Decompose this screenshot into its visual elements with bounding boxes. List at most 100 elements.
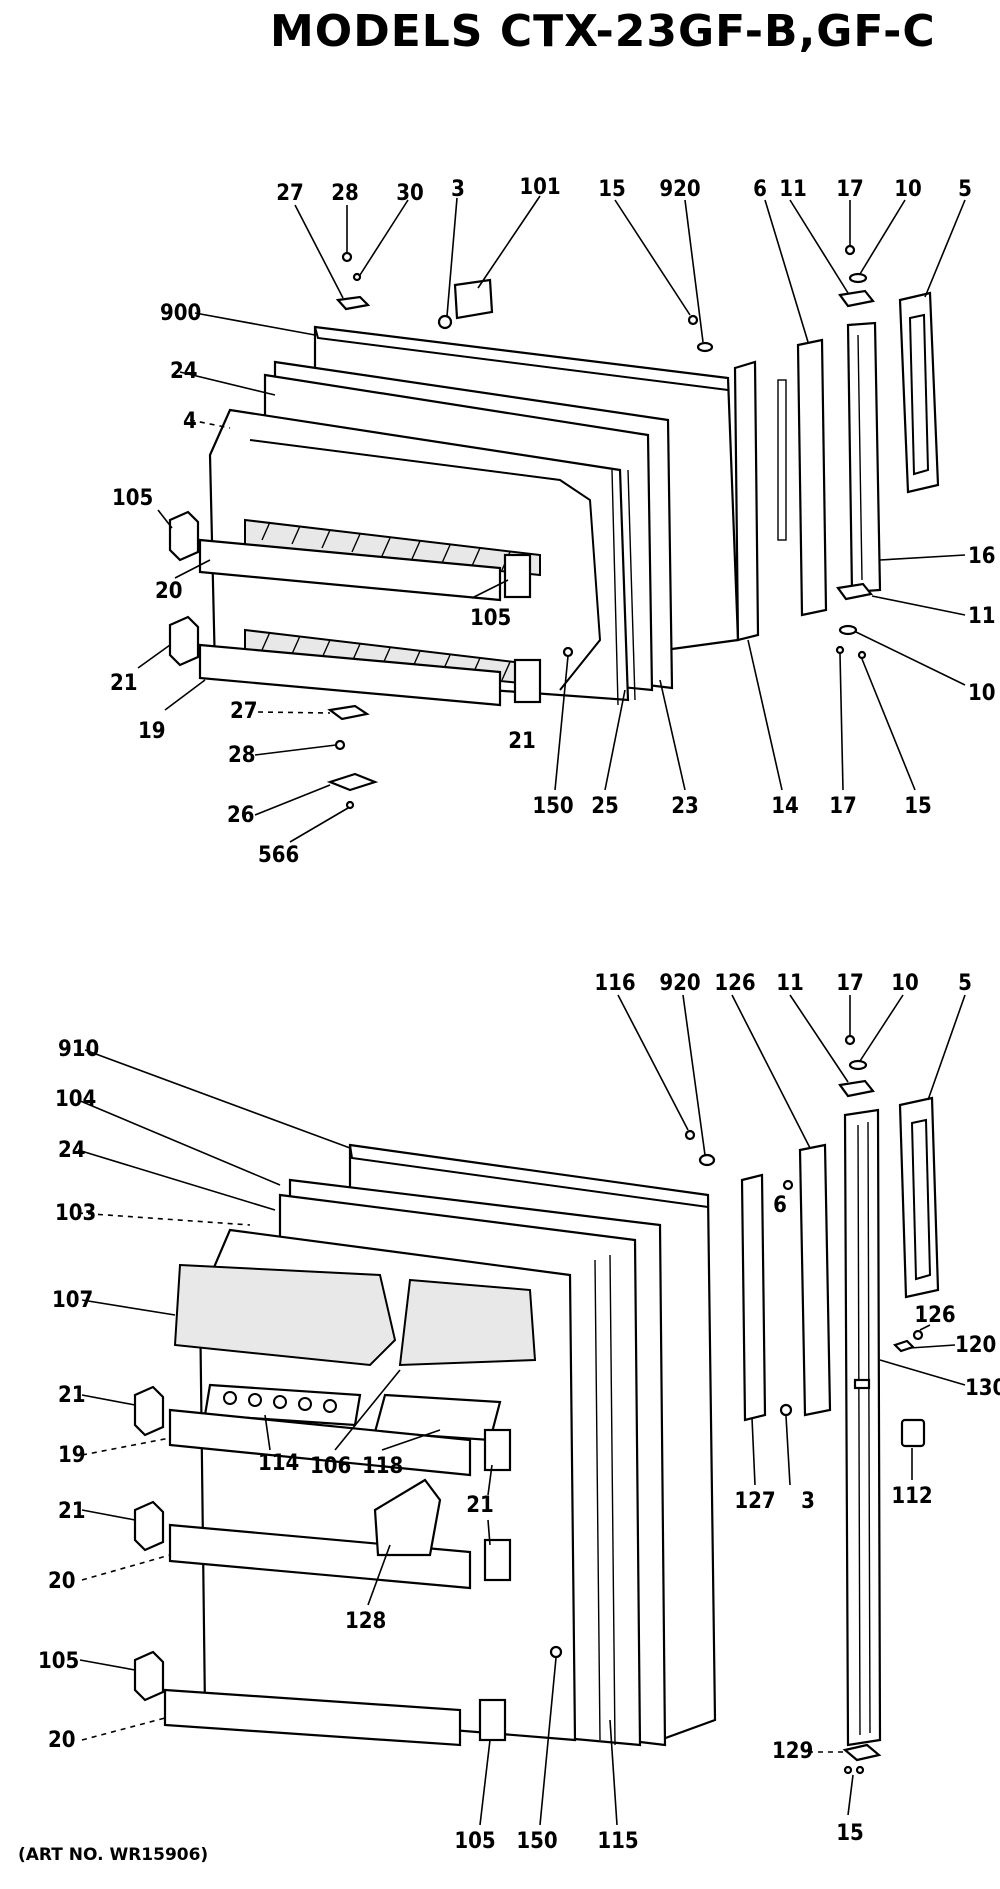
screw-17-fresh	[844, 1034, 856, 1046]
callout-label: 26	[227, 803, 255, 828]
callout-label: 900	[160, 301, 201, 326]
callout-label: 105	[112, 486, 153, 511]
screw-150-fresh	[549, 1645, 563, 1659]
callout-label: 4	[183, 409, 197, 434]
hinge-11-top	[838, 289, 875, 308]
handle-5	[898, 291, 940, 494]
callout-label: 17	[836, 177, 864, 202]
bracket-21-mid	[133, 1500, 165, 1552]
fresh-food-shelf-bar-20-lower	[163, 1688, 462, 1747]
art-number: (ART NO. WR15906)	[18, 1845, 209, 1865]
callout-label: 105	[470, 606, 511, 631]
callout-label: 3	[451, 177, 465, 202]
callout-label: 16	[968, 544, 996, 569]
fresh-food-leader-lines	[77, 994, 966, 1826]
freezer-door-assembly	[168, 244, 940, 810]
callout-label: 105	[454, 1829, 495, 1854]
callout-label: 27	[276, 181, 304, 206]
callout-label: 6	[753, 177, 767, 202]
bracket-101	[453, 278, 494, 320]
callout-label: 20	[155, 579, 183, 604]
callout-label: 11	[968, 604, 996, 629]
screw-566	[345, 800, 355, 810]
callout-label: 11	[779, 177, 807, 202]
callout-label: 118	[362, 1454, 403, 1479]
callout-label: 127	[734, 1489, 775, 1514]
freezer-callout-labels: 27 28 30 3 101 15 920 6 11 17 10 5 900 2…	[110, 175, 996, 868]
callout-label: 25	[591, 794, 619, 819]
bracket-21-upper	[133, 1385, 165, 1437]
fresh-food-door-assembly	[133, 1034, 940, 1775]
bushing-28	[341, 251, 353, 263]
fresh-food-shelf-bar-20-upper	[168, 1523, 472, 1590]
screw-116	[684, 1129, 696, 1141]
callout-label: 150	[516, 1829, 557, 1854]
callout-label: 27	[230, 699, 258, 724]
screw-17-top	[844, 244, 856, 256]
trim-strip-14	[733, 360, 760, 642]
freezer-leader-lines	[137, 195, 966, 843]
callout-label: 129	[772, 1739, 813, 1764]
callout-label: 128	[345, 1609, 386, 1634]
hinge-27-lower	[327, 704, 370, 721]
hinge-plate-26	[326, 772, 379, 792]
callout-label: 17	[836, 971, 864, 996]
callout-label: 112	[891, 1484, 932, 1509]
screw-150-freezer	[562, 646, 574, 658]
callout-label: 101	[519, 175, 560, 200]
callout-label: 24	[58, 1138, 86, 1163]
callout-label: 104	[55, 1087, 96, 1112]
callout-label: 114	[258, 1451, 299, 1476]
door-handle-130	[843, 1108, 882, 1747]
dairy-door-left	[173, 1263, 397, 1367]
clip-120	[892, 1339, 916, 1353]
dairy-door-right	[398, 1278, 537, 1367]
screw-126-small	[912, 1329, 924, 1341]
washer-10-fresh	[848, 1059, 868, 1071]
bracket-105-right-lower	[478, 1698, 507, 1742]
diagram-title: MODELS CTX-23GF-B,GF-C	[270, 6, 936, 57]
freezer-shelf-bracket-right-upper	[503, 553, 532, 599]
callout-label: 24	[170, 359, 198, 384]
callout-label: 15	[598, 177, 626, 202]
bushing-28-lower	[334, 739, 346, 751]
callout-label: 23	[671, 794, 699, 819]
callout-label: 21	[58, 1383, 86, 1408]
hinge-top-freezer	[335, 295, 371, 311]
freezer-shelf-bracket-left-lower	[168, 615, 200, 667]
plug-920-fresh	[698, 1153, 716, 1167]
callout-label: 103	[55, 1201, 96, 1226]
callout-label: 107	[52, 1288, 93, 1313]
callout-label: 21	[466, 1493, 494, 1518]
clip-112	[900, 1418, 926, 1448]
hinge-11-fresh	[838, 1079, 875, 1098]
handle-trim-6	[796, 338, 828, 617]
washer-10-top	[848, 272, 868, 284]
screw-17-bottom	[835, 645, 845, 655]
callout-label: 19	[58, 1443, 86, 1468]
callout-label: 920	[659, 177, 700, 202]
callout-label: 120	[955, 1333, 996, 1358]
callout-label: 28	[331, 181, 359, 206]
bracket-21-right-mid	[483, 1538, 512, 1582]
freezer-shelf-bar-upper	[198, 538, 502, 602]
callout-label: 21	[508, 729, 536, 754]
bracket-105-lower	[133, 1650, 165, 1702]
callout-label: 6	[773, 1193, 787, 1218]
callout-label: 30	[396, 181, 424, 206]
callout-label: 10	[891, 971, 919, 996]
callout-label: 150	[532, 794, 573, 819]
callout-label: 10	[894, 177, 922, 202]
callout-label: 15	[904, 794, 932, 819]
callout-label: 28	[228, 743, 256, 768]
freezer-shelf-bar-lower	[198, 643, 502, 707]
callout-label: 116	[594, 971, 635, 996]
callout-label: 126	[914, 1303, 955, 1328]
screw-6-fresh	[782, 1179, 794, 1191]
callout-label: 910	[58, 1037, 99, 1062]
freezer-shelf-bracket-right-lower	[513, 658, 542, 704]
callout-label: 20	[48, 1728, 76, 1753]
handle-5-fresh	[898, 1096, 940, 1299]
